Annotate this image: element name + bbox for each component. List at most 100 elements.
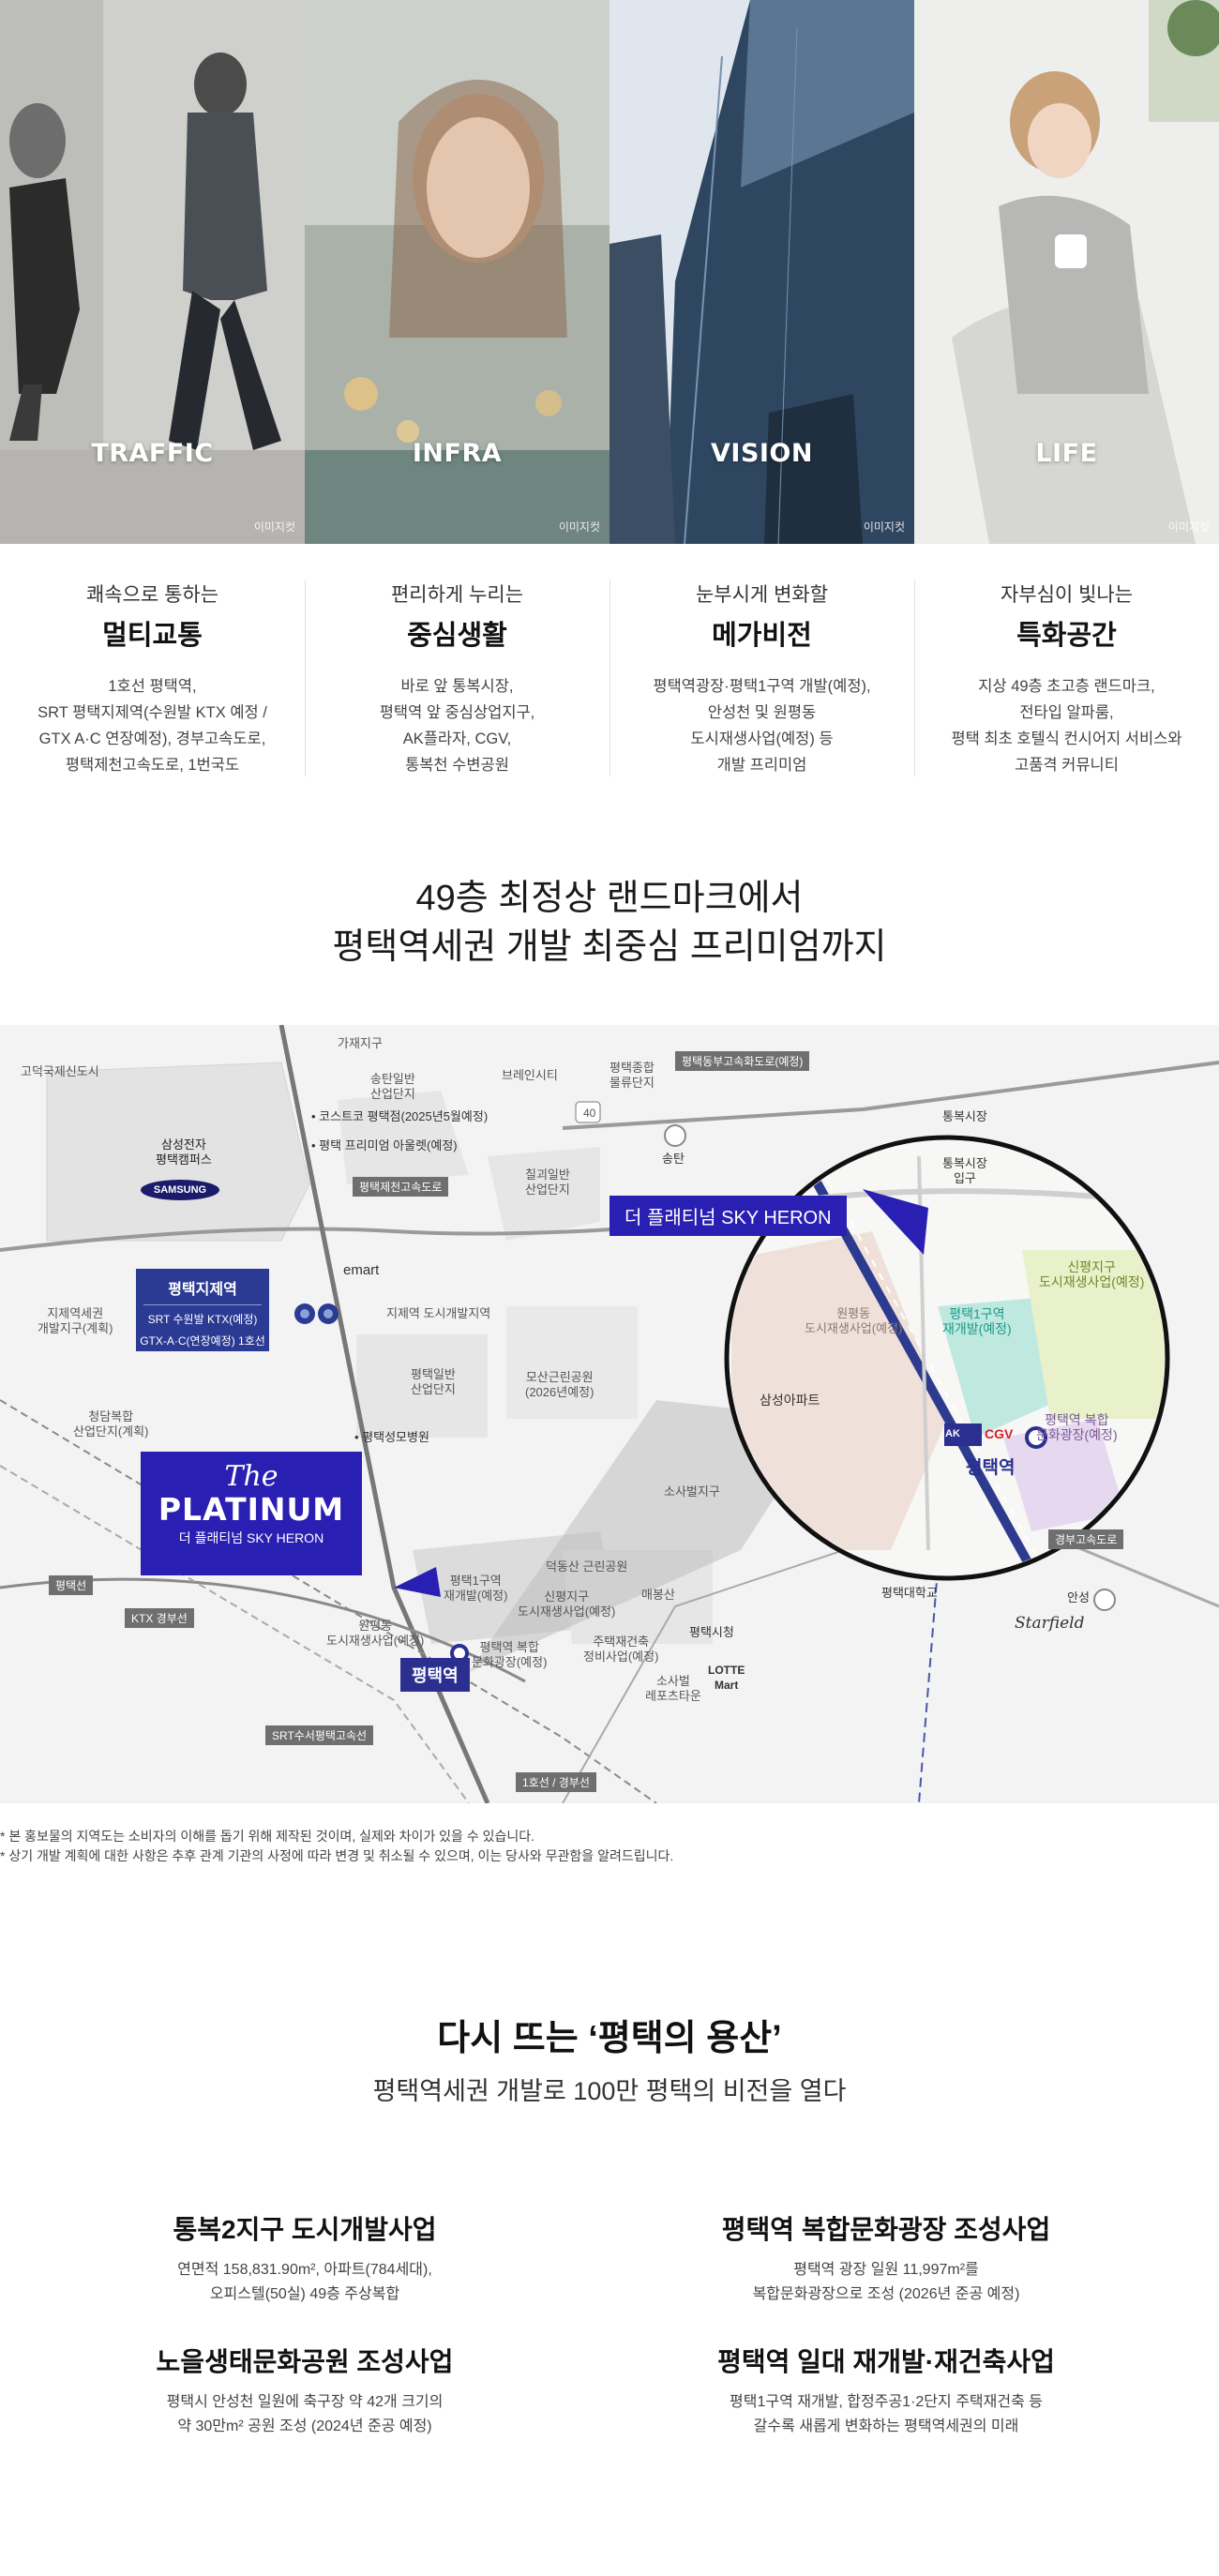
feature-traffic: 쾌속으로 통하는 멀티교통 1호선 평택역,SRT 평택지제역(수원발 KTX … xyxy=(0,580,305,786)
jije-station-title: 평택지제역 xyxy=(143,1269,262,1305)
hero-panel-life: LIFE 이미지컷 xyxy=(914,0,1219,544)
map-label-mosan: 모산근린공원 (2026년예정) xyxy=(525,1370,594,1399)
map-label-costco: • 코스트코 평택점(2025년5월예정) xyxy=(311,1109,489,1123)
feature-subtitle: 쾌속으로 통하는 xyxy=(85,584,219,606)
brand-subtitle: 더 플래티넘 SKY HERON xyxy=(178,1530,324,1545)
vision-photo xyxy=(610,0,914,544)
map-label-wonpyeong-big: 원평동 도시재생사업(예정) xyxy=(805,1306,903,1335)
image-credit: 이미지컷 xyxy=(558,520,600,534)
map-label-pt-industrial: 평택일반 산업단지 xyxy=(411,1367,456,1396)
map-label-sinpyeong-big: 신평지구 도시재생사업(예정) xyxy=(1039,1259,1145,1289)
map-label-chilgoe: 칠괴일반 산업단지 xyxy=(525,1167,570,1197)
image-credit: 이미지컷 xyxy=(863,520,905,534)
map-label-outlet: • 평택 프리미엄 아울렛(예정) xyxy=(311,1138,458,1152)
hero-panel-infra: INFRA 이미지컷 xyxy=(305,0,610,544)
road-tag-pyeongtaek-line: 평택선 xyxy=(49,1575,94,1595)
jije-station-line-2: GTX-A·C(연장예정) 1호선 xyxy=(140,1334,265,1348)
road-tag-line1: 1호선 / 경부선 xyxy=(516,1772,596,1792)
feature-subtitle: 편리하게 누리는 xyxy=(390,584,524,606)
hero-title-life: LIFE xyxy=(1035,439,1098,468)
feature-life: 자부심이 빛나는 특화공간 지상 49층 초고층 랜드마크,전타입 알파룸,평택… xyxy=(914,580,1219,786)
feature-heading: 메가비전 xyxy=(712,621,812,651)
project-heading: 통복2지구 도시개발사업 xyxy=(173,2215,437,2244)
starfield-logo: Starfield xyxy=(1015,1614,1085,1633)
map-label-anseong: 안성 xyxy=(1067,1590,1090,1604)
emart-logo: emart xyxy=(343,1262,380,1278)
map-label-jije-dev: 지제역세권 개발지구(계획) xyxy=(38,1306,113,1335)
map-label-cityhall: 평택시청 xyxy=(689,1625,734,1639)
lotte-mart-logo: LOTTE Mart xyxy=(708,1664,745,1692)
samsung-logo: SAMSUNG xyxy=(141,1180,219,1200)
map-label-samsung-apt: 삼성아파트 xyxy=(760,1393,820,1408)
feature-subtitle: 눈부시게 변화할 xyxy=(695,584,829,606)
map-label-pt1-small: 평택1구역 재개발(예정) xyxy=(444,1574,508,1603)
tagline-line-2: 평택역세권 개발 최중심 프리미엄까지 xyxy=(332,927,887,967)
disclaimer-notes: * 본 홍보물의 지역도는 소비자의 이해를 돕기 위해 제작된 것이며, 실제… xyxy=(0,1827,673,1866)
map-label-gojeok: 고덕국제신도시 xyxy=(21,1064,99,1078)
map-label-cheongdam: 청담복합 산업단지(계획) xyxy=(73,1409,149,1439)
feature-description: 바로 앞 통복시장,평택역 앞 중심상업지구,AK플라자, CGV,통복천 수변… xyxy=(379,678,535,774)
hero-title-traffic: TRAFFIC xyxy=(91,439,214,468)
feature-heading: 특화공간 xyxy=(1016,621,1117,651)
map-label-sosabeol-leports: 소사벌 레포츠타운 xyxy=(645,1674,701,1703)
road-tag-dongbu: 평택동부고속화도로(예정) xyxy=(675,1051,810,1071)
map-label-sosabeol: 소사벌지구 xyxy=(664,1484,720,1499)
project-heading: 평택역 복합문화광장 조성사업 xyxy=(721,2215,1051,2244)
hero-title-infra: INFRA xyxy=(412,439,503,468)
road-tag-jecheon: 평택제천고속도로 xyxy=(353,1177,449,1197)
section-tagline: 49층 최정상 랜드마크에서 평택역세권 개발 최중심 프리미엄까지 xyxy=(0,874,1219,972)
route-40-shield: 40 xyxy=(583,1107,596,1120)
ak-plaza-logo: AK xyxy=(945,1428,960,1439)
feature-vision: 눈부시게 변화할 메가비전 평택역광장·평택1구역 개발(예정),안성천 및 원… xyxy=(610,580,914,786)
feature-heading: 멀티교통 xyxy=(102,621,203,651)
map-label-songtan: 송탄 xyxy=(662,1152,685,1166)
map-label-maebong: 매봉산 xyxy=(641,1588,675,1602)
feature-description: 지상 49층 초고층 랜드마크,전타입 알파룸,평택 최초 호텔식 컨시어지 서… xyxy=(951,678,1182,774)
cgv-logo: CGV xyxy=(985,1426,1014,1441)
map-label-logistics: 평택종합 물류단지 xyxy=(610,1061,655,1090)
map-label-sinpyeong-small: 신평지구 도시재생사업(예정) xyxy=(518,1589,616,1619)
section2-subtitle: 평택역세권 개발로 100만 평택의 비전을 열다 xyxy=(372,2077,847,2105)
tagline-line-1: 49층 최정상 랜드마크에서 xyxy=(415,879,804,918)
map-label-gajae: 가재지구 xyxy=(338,1036,383,1050)
hero-strip: TRAFFIC 이미지컷 INFRA 이미지컷 VISION 이미지컷 xyxy=(0,0,1219,544)
feature-description: 1호선 평택역,SRT 평택지제역(수원발 KTX 예정 /GTX A·C 연장… xyxy=(38,678,267,774)
map-label-complex-big: 평택역 복합 문화광장(예정) xyxy=(1036,1412,1118,1442)
life-photo xyxy=(914,0,1219,544)
location-map: 고덕국제신도시 가재지구 송탄일반 산업단지 브레인시티 평택종합 물류단지 평… xyxy=(0,1025,1219,1803)
project-description: 연면적 158,831.90m², 아파트(784세대),오피스텔(50실) 4… xyxy=(177,2262,432,2302)
map-label-brain-city: 브레인시티 xyxy=(502,1068,558,1082)
road-tag-gyeongbu: 경부고속도로 xyxy=(1048,1529,1124,1549)
note-2: * 상기 개발 계획에 대한 사항은 추후 관계 기관의 사정에 따라 변경 및… xyxy=(0,1848,674,1863)
map-label-samsung-campus: 삼성전자 평택캠퍼스 xyxy=(156,1137,212,1167)
project-redevelopment: 평택역 일대 재개발·재건축사업 평택1구역 재개발, 합정주공1·2단지 주택… xyxy=(652,2342,1121,2439)
the-platinum-logo: The PLATINUM 더 플래티넘 SKY HERON xyxy=(141,1452,362,1575)
image-credit: 이미지컷 xyxy=(253,520,295,534)
map-label-sungmo: • 평택성모병원 xyxy=(354,1430,429,1444)
map-label-jije-city: 지제역 도시개발지역 xyxy=(386,1306,491,1320)
feature-subtitle: 자부심이 빛나는 xyxy=(1000,584,1134,606)
map-label-univ: 평택대학교 xyxy=(881,1586,938,1600)
map-background xyxy=(0,1025,1219,1803)
brand-the: The xyxy=(224,1460,278,1493)
brand-platinum: PLATINUM xyxy=(158,1491,345,1528)
jije-station-box: 평택지제역 SRT 수원발 KTX(예정) GTX-A·C(연장예정) 1호선 xyxy=(136,1269,269,1351)
infra-photo xyxy=(305,0,610,544)
hero-title-vision: VISION xyxy=(711,439,813,468)
project-heading: 평택역 일대 재개발·재건축사업 xyxy=(717,2347,1055,2376)
map-label-deokdong: 덕동산 근린공원 xyxy=(546,1559,628,1574)
traffic-photo xyxy=(0,0,305,544)
map-label-songtan-industrial: 송탄일반 산업단지 xyxy=(370,1072,415,1101)
feature-heading: 중심생활 xyxy=(407,621,507,651)
feature-columns: 쾌속으로 통하는 멀티교통 1호선 평택역,SRT 평택지제역(수원발 KTX … xyxy=(0,580,1219,786)
sky-heron-callout: 더 플래티넘 SKY HERON xyxy=(610,1196,847,1236)
map-label-tongbok-market: 통복시장 xyxy=(942,1109,987,1123)
map-label-complex-small: 평택역 복합 문화광장(예정) xyxy=(472,1640,548,1669)
project-heading: 노을생태문화공원 조성사업 xyxy=(156,2347,454,2376)
